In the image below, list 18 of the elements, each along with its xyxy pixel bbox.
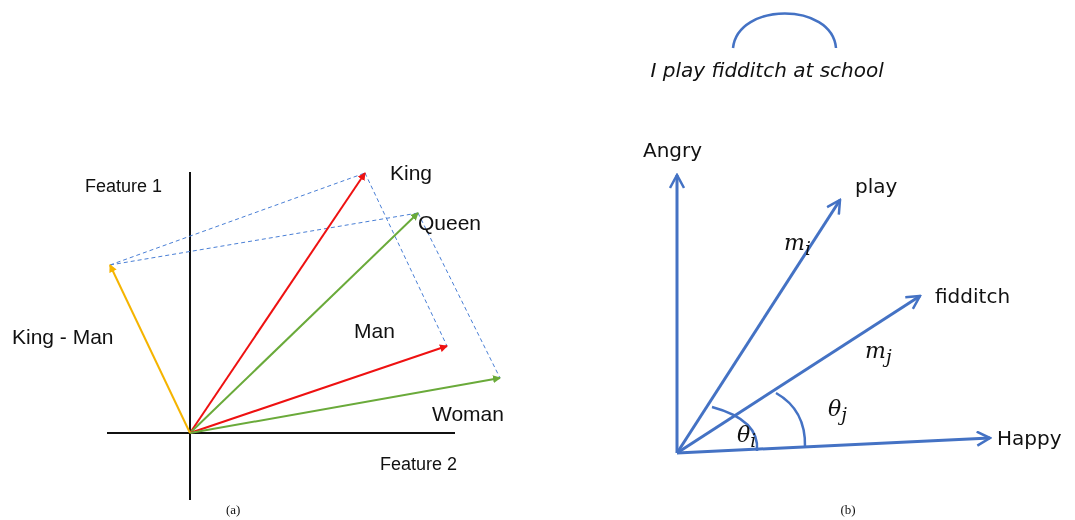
vector-label: Woman <box>432 403 504 424</box>
vector-label: Queen <box>418 212 482 233</box>
caption-label: (b) <box>840 503 856 516</box>
math-symbol: m$_{j}$ <box>865 340 892 367</box>
axis-label: Happy <box>997 428 1062 448</box>
axis-label: Feature 2 <box>380 455 458 473</box>
caption-label: (a) <box>226 503 241 516</box>
vector-label: play <box>855 176 898 196</box>
vector-label: Man <box>354 320 395 341</box>
sentence-label: I play fidditch at school <box>650 60 884 80</box>
vector-label: King - Man <box>12 326 114 347</box>
math-symbol: θ$_{i}$ <box>737 424 757 451</box>
math-symbol: m$_{i}$ <box>784 232 811 259</box>
axis-label: Angry <box>643 140 703 160</box>
vector-label: King <box>390 162 433 183</box>
axis-label: Feature 1 <box>85 177 163 195</box>
math-symbol: θ$_{j}$ <box>828 398 847 425</box>
vector-label: fidditch <box>935 286 1011 306</box>
